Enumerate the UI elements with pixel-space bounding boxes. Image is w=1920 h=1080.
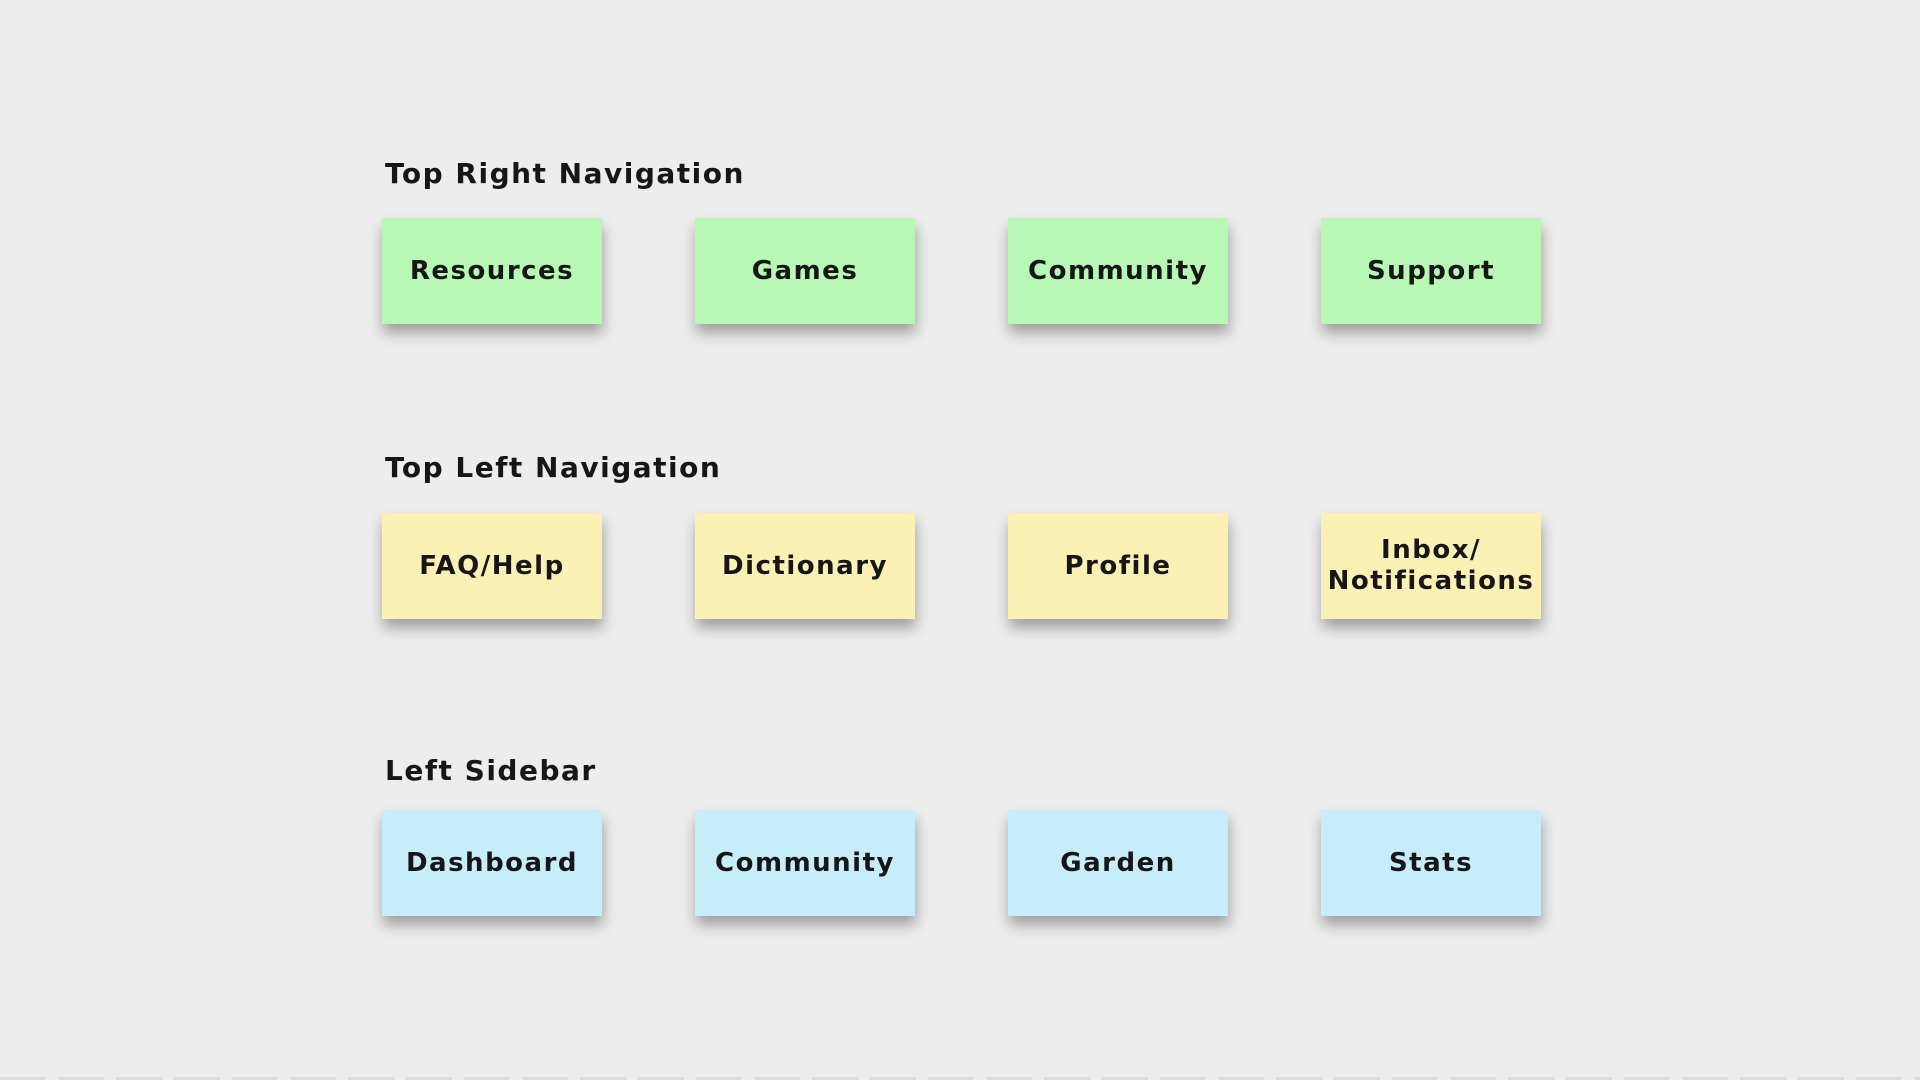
sticky-note-community-top[interactable]: Community: [1008, 218, 1228, 324]
sticky-note-dashboard[interactable]: Dashboard: [382, 810, 602, 916]
section-label-left-sidebar: Left Sidebar: [385, 754, 597, 787]
sticky-note-dictionary[interactable]: Dictionary: [695, 513, 915, 619]
sticky-note-stats[interactable]: Stats: [1321, 810, 1541, 916]
sticky-note-faq-help[interactable]: FAQ/Help: [382, 513, 602, 619]
sticky-note-games[interactable]: Games: [695, 218, 915, 324]
section-label-top-right-navigation: Top Right Navigation: [385, 157, 745, 190]
sticky-note-profile[interactable]: Profile: [1008, 513, 1228, 619]
sticky-note-garden[interactable]: Garden: [1008, 810, 1228, 916]
section-label-top-left-navigation: Top Left Navigation: [385, 451, 722, 484]
canvas-boundary-dashes: [0, 1077, 1920, 1080]
sticky-note-support[interactable]: Support: [1321, 218, 1541, 324]
sticky-note-community-sidebar[interactable]: Community: [695, 810, 915, 916]
sticky-note-inbox-notifications[interactable]: Inbox/ Notifications: [1321, 513, 1541, 619]
sticky-note-resources[interactable]: Resources: [382, 218, 602, 324]
